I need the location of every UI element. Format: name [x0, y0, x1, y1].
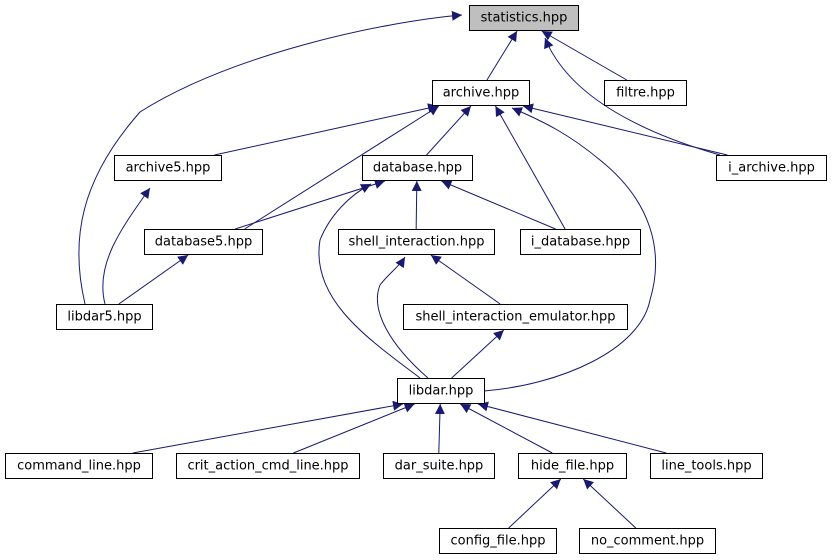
node-box: [5, 453, 153, 479]
node-box: [520, 229, 641, 255]
node-label: shell_interaction.hpp: [349, 235, 485, 250]
node-label: hide_file.hpp: [531, 459, 614, 474]
node-no-comment[interactable]: no_comment.hpp: [579, 528, 716, 554]
node-label: no_comment.hpp: [591, 534, 704, 549]
edge-libdar-to-shell-interaction-emulator: [451, 329, 505, 379]
edge-database5-to-archive: [244, 105, 440, 230]
node-shell-interaction[interactable]: shell_interaction.hpp: [338, 229, 495, 255]
node-label: command_line.hpp: [17, 459, 141, 474]
edge-database-to-archive: [426, 105, 472, 156]
edge-hide-file-to-libdar: [459, 403, 553, 454]
node-box: [579, 528, 716, 554]
node-archive5[interactable]: archive5.hpp: [114, 155, 222, 181]
node-box: [176, 453, 360, 479]
node-box: [383, 453, 495, 479]
node-box: [403, 304, 628, 330]
edge-crit-action-cmd-line-to-libdar: [293, 403, 415, 454]
node-label: dar_suite.hpp: [395, 459, 484, 474]
node-label: crit_action_cmd_line.hpp: [187, 459, 348, 474]
node-statistics: statistics.hpp: [469, 5, 579, 31]
node-box: [432, 80, 530, 106]
node-box: [518, 453, 627, 479]
edge-shell-interaction-emulator-to-shell-interaction: [430, 254, 501, 305]
node-i-database[interactable]: i_database.hpp: [520, 229, 641, 255]
node-label: i_database.hpp: [531, 235, 630, 250]
node-dar-suite[interactable]: dar_suite.hpp: [383, 453, 495, 479]
edge-shell-interaction-to-database: [411, 180, 422, 230]
node-label: filtre.hpp: [616, 86, 675, 101]
node-i-archive[interactable]: i_archive.hpp: [716, 155, 827, 181]
node-line-tools[interactable]: line_tools.hpp: [650, 453, 763, 479]
node-box: [716, 155, 827, 181]
edge-libdar5-to-archive5: [102, 187, 151, 305]
edge-libdar-to-database: [318, 183, 421, 379]
node-label: archive5.hpp: [126, 161, 211, 176]
edge-line-tools-to-libdar: [477, 401, 667, 454]
node-libdar5[interactable]: libdar5.hpp: [56, 304, 153, 330]
node-box: [439, 528, 557, 554]
edge-libdar5-to-database5: [118, 254, 189, 305]
node-label: database.hpp: [373, 161, 462, 176]
edge-i-archive-to-archive: [522, 103, 728, 156]
node-box: [469, 5, 579, 31]
node-label: line_tools.hpp: [661, 459, 751, 474]
edges-layer: [78, 10, 728, 529]
edge-filtre-to-statistics: [541, 30, 628, 81]
node-archive[interactable]: archive.hpp: [432, 80, 530, 106]
edge-archive5-to-archive: [214, 103, 439, 156]
node-label: shell_interaction_emulator.hpp: [415, 310, 615, 325]
node-label: libdar.hpp: [409, 384, 474, 399]
edge-database5-to-database: [234, 179, 386, 230]
node-hide-file[interactable]: hide_file.hpp: [518, 453, 627, 479]
node-libdar[interactable]: libdar.hpp: [397, 378, 485, 404]
node-box: [144, 229, 263, 255]
node-label: statistics.hpp: [481, 11, 568, 26]
node-shell-interaction-emulator[interactable]: shell_interaction_emulator.hpp: [403, 304, 628, 330]
node-box: [650, 453, 763, 479]
node-config-file[interactable]: config_file.hpp: [439, 528, 557, 554]
node-label: archive.hpp: [443, 86, 520, 101]
node-label: libdar5.hpp: [67, 310, 141, 325]
node-box: [338, 229, 495, 255]
edge-i-database-to-database: [441, 180, 556, 230]
edge-libdar-to-shell-interaction: [376, 256, 429, 379]
node-database[interactable]: database.hpp: [362, 155, 473, 181]
node-label: database5.hpp: [155, 235, 252, 250]
node-filtre[interactable]: filtre.hpp: [604, 80, 687, 106]
node-box: [114, 155, 222, 181]
node-label: config_file.hpp: [451, 534, 546, 549]
edge-libdar5-to-statistics: [78, 10, 463, 305]
edge-no-comment-to-hide-file: [582, 478, 637, 529]
edge-dar-suite-to-libdar: [434, 403, 445, 454]
node-command-line[interactable]: command_line.hpp: [5, 453, 153, 479]
edge-libdar-to-archive: [483, 107, 657, 392]
node-label: i_archive.hpp: [728, 161, 815, 176]
node-database5[interactable]: database5.hpp: [144, 229, 263, 255]
edge-i-database-to-archive: [494, 105, 566, 230]
node-crit-action-cmd-line[interactable]: crit_action_cmd_line.hpp: [176, 453, 360, 479]
edge-archive-to-statistics: [486, 30, 518, 81]
node-box: [362, 155, 473, 181]
node-box: [56, 304, 153, 330]
node-box: [397, 378, 485, 404]
node-box: [604, 80, 687, 106]
nodes-layer: statistics.hpp archive.hpp filtre.hpp archi…: [5, 5, 827, 554]
edge-command-line-to-libdar: [132, 400, 404, 454]
edge-config-file-to-hide-file: [508, 478, 562, 529]
